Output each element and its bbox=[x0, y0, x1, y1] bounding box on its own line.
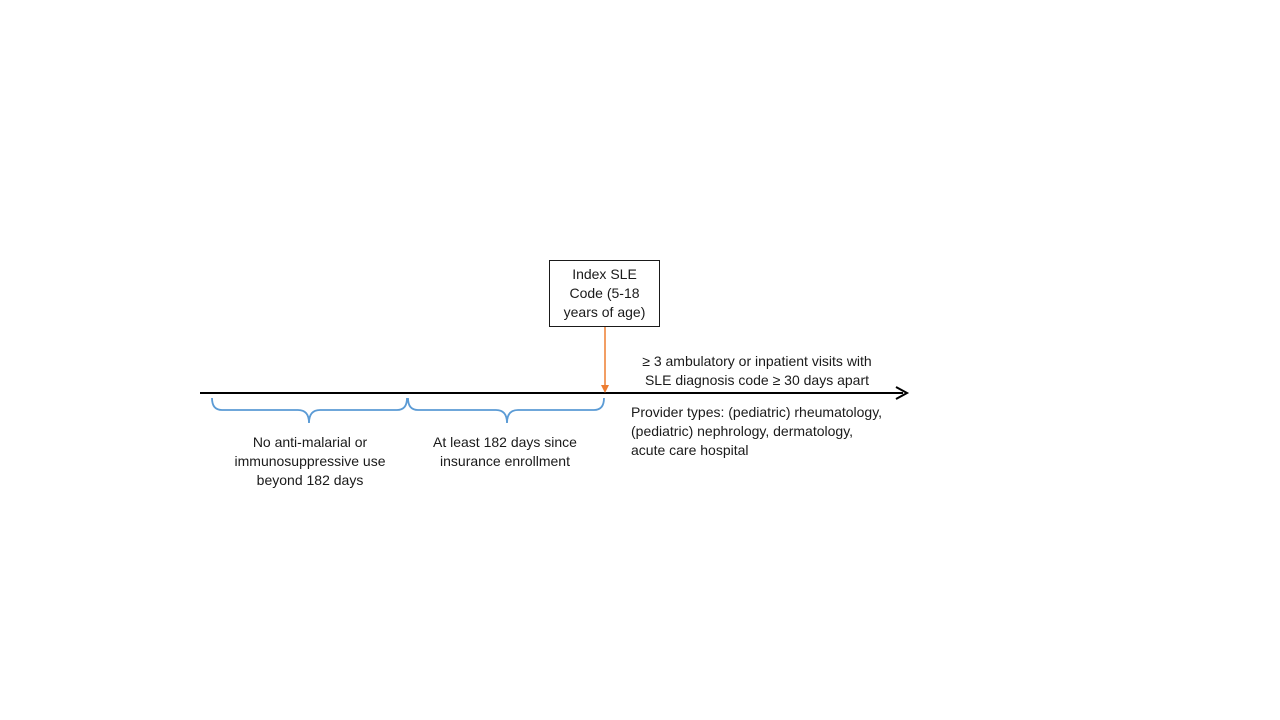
medication-washout-label: No anti-malarial or immunosuppressive us… bbox=[234, 434, 386, 488]
timeline-arrowhead bbox=[895, 386, 910, 400]
index-sle-code-box: Index SLE Code (5-18 years of age) bbox=[549, 260, 660, 327]
provider-types-label: Provider types: (pediatric) rheumatology… bbox=[631, 404, 883, 458]
brace-left bbox=[211, 397, 408, 424]
index-arrow-head bbox=[601, 385, 609, 393]
brace-right bbox=[407, 397, 605, 424]
visits-criteria-label: ≥ 3 ambulatory or inpatient visits with … bbox=[642, 353, 872, 388]
enrollment-period-label: At least 182 days since insurance enroll… bbox=[433, 434, 577, 469]
